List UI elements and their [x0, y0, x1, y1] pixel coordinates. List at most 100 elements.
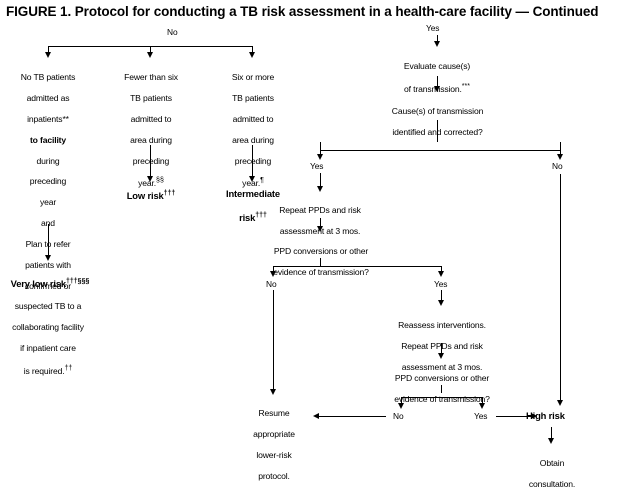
- node-cause-question: Cause(s) of transmission identified and …: [360, 96, 515, 148]
- page-title: FIGURE 1. Protocol for conducting a TB r…: [6, 4, 599, 19]
- arrowhead-col1-result: [44, 255, 51, 261]
- connector-cause-bar-right-riser: [560, 142, 561, 151]
- low-risk-footnote: †††: [163, 190, 176, 197]
- col3-line-5: preceding: [234, 155, 272, 166]
- resume-line-4: protocol.: [258, 470, 290, 481]
- resume-line-3: lower-risk: [256, 450, 292, 461]
- arrowhead-evaluate: [433, 41, 440, 47]
- node-low-risk: Low risk†††: [104, 177, 198, 201]
- col2-line-4: area during: [130, 134, 172, 145]
- connector-cause-no-long: [560, 174, 561, 402]
- connector-no-drop-3: [252, 46, 253, 53]
- col3-line-4: area during: [232, 134, 274, 145]
- intermediate-risk-line-1: Intermediate: [226, 188, 280, 199]
- obtain-line-2: consultation.: [528, 479, 576, 490]
- node-very-low-risk: Very low risk†††§§§: [0, 265, 100, 289]
- connector-reassess-to-ppdq2: [441, 343, 442, 354]
- connector-no-drop-2: [150, 46, 151, 53]
- arrowhead-ppdq2-yes-right: [531, 412, 537, 419]
- repeat1-line-2: assessment at 3 mos.: [279, 226, 361, 237]
- col1-line-8: and: [0, 218, 96, 228]
- arrowhead-cause-question: [433, 86, 440, 92]
- node-col1-criteria: No TB patients admitted as inpatients** …: [0, 62, 96, 386]
- node-high-risk: High risk: [526, 410, 565, 421]
- arrowhead-cause-no: [556, 154, 563, 160]
- branch-label-ppd1-yes: Yes: [434, 279, 448, 289]
- col3-line-2: TB patients: [232, 93, 274, 104]
- node-col2-criteria: Fewer than six TB patients admitted to a…: [104, 62, 198, 199]
- arrowhead-reassess: [437, 300, 444, 306]
- ppd-q1-line-2: evidence of transmission?: [273, 267, 369, 278]
- low-risk-label: Low risk: [126, 190, 164, 202]
- connector-ppdq2-bar: [401, 397, 482, 398]
- intermediate-risk-line-2-text: risk: [239, 212, 256, 224]
- connector-cause-bar: [320, 150, 560, 151]
- col1-line-11: confirmed or: [25, 280, 71, 291]
- col2-line-6: year.§§: [104, 176, 198, 188]
- connector-ppdq2-yes-drop: [482, 397, 483, 404]
- arrowhead-ppdq2-yes: [478, 403, 485, 409]
- connector-ppdq1-no-long: [273, 290, 274, 390]
- col1-line-10: patients with: [25, 259, 71, 270]
- connector-ppdq1-no-drop: [273, 266, 274, 272]
- intermediate-risk-line-2: risk†††: [206, 210, 300, 223]
- col1-line-15: is required.††: [0, 364, 96, 376]
- connector-ppdq1-stem: [320, 258, 321, 266]
- col1-line-7: year: [39, 197, 57, 208]
- reassess-line-3: assessment at 3 mos.: [401, 362, 483, 373]
- col2-line-1: Fewer than six: [124, 72, 178, 83]
- arrowhead-repeat1: [316, 186, 323, 192]
- col3-line-6-text: year.: [242, 178, 261, 189]
- col2-line-3: admitted to: [130, 114, 172, 125]
- connector-ppdq2-stem: [441, 385, 442, 393]
- connector-ppdq2-yes-to-highrisk: [496, 416, 532, 417]
- evaluate-footnote: ***: [461, 83, 470, 91]
- very-low-risk-footnote: †††§§§: [66, 278, 90, 285]
- col1-line-14: if inpatient care: [20, 342, 76, 353]
- branch-label-cause-yes: Yes: [310, 161, 324, 171]
- arrowhead-ppdq1-yes: [437, 271, 444, 277]
- very-low-risk-label: Very low risk: [10, 278, 67, 290]
- connector-col2-to-result: [150, 145, 151, 177]
- connector-ppdq2-no-to-resume: [318, 416, 386, 417]
- col1-line-15-footnote: ††: [64, 364, 73, 372]
- connector-to-repeat1: [320, 173, 321, 187]
- arrowhead-col2: [146, 52, 153, 58]
- branch-label-yes-right: Yes: [426, 23, 440, 33]
- branch-label-ppd2-no: No: [393, 411, 404, 421]
- col1-line-5: during: [36, 155, 60, 166]
- repeat1-line-1: Repeat PPDs and risk: [279, 205, 361, 216]
- col1-line-3: inpatients**: [27, 114, 69, 125]
- connector-cause-bar-left-riser: [320, 142, 321, 151]
- connector-ppdq2-no-drop: [401, 397, 402, 404]
- connector-ppdq1-yes-long: [441, 290, 442, 302]
- node-ppd-question-1: PPD conversions or other evidence of tra…: [245, 236, 397, 288]
- arrowhead-col1: [44, 52, 51, 58]
- arrowhead-ppd-question-1: [316, 226, 323, 232]
- node-obtain-consultation: Obtain consultation.: [506, 448, 598, 500]
- intermediate-risk-footnote: †††: [255, 212, 267, 219]
- node-repeat-ppds-1: Repeat PPDs and risk assessment at 3 mos…: [255, 195, 385, 247]
- col1-line-6: preceding: [29, 176, 67, 187]
- col2-line-2: TB patients: [130, 93, 172, 104]
- connector-cause-no-drop: [560, 150, 561, 155]
- connector-evaluate-to-question: [437, 76, 438, 87]
- ppd-q2-line-2: evidence of transmission?: [394, 394, 490, 405]
- branch-label-ppd1-no: No: [266, 279, 277, 289]
- ppd-q1-line-1: PPD conversions or other: [273, 246, 369, 257]
- col3-line-6-footnote: ¶: [260, 177, 264, 185]
- col1-line-15-text: is required.: [23, 365, 65, 376]
- branch-label-ppd2-yes: Yes: [474, 411, 488, 421]
- col1-line-2: admitted as: [26, 93, 70, 104]
- node-intermediate-risk: Intermediate risk†††: [206, 177, 300, 234]
- ppd-q2-line-1: PPD conversions or other: [394, 373, 490, 384]
- col3-line-1: Six or more: [231, 72, 275, 83]
- figure-canvas: FIGURE 1. Protocol for conducting a TB r…: [0, 4, 599, 489]
- resume-line-2: appropriate: [253, 429, 295, 440]
- reassess-line-1: Reassess interventions.: [398, 320, 486, 331]
- branch-label-no-left: No: [167, 27, 178, 37]
- col3-line-6: year.¶: [206, 176, 300, 188]
- connector-highrisk-to-obtain: [551, 427, 552, 439]
- obtain-line-1: Obtain: [539, 458, 565, 469]
- arrowhead-col3-result: [248, 176, 255, 182]
